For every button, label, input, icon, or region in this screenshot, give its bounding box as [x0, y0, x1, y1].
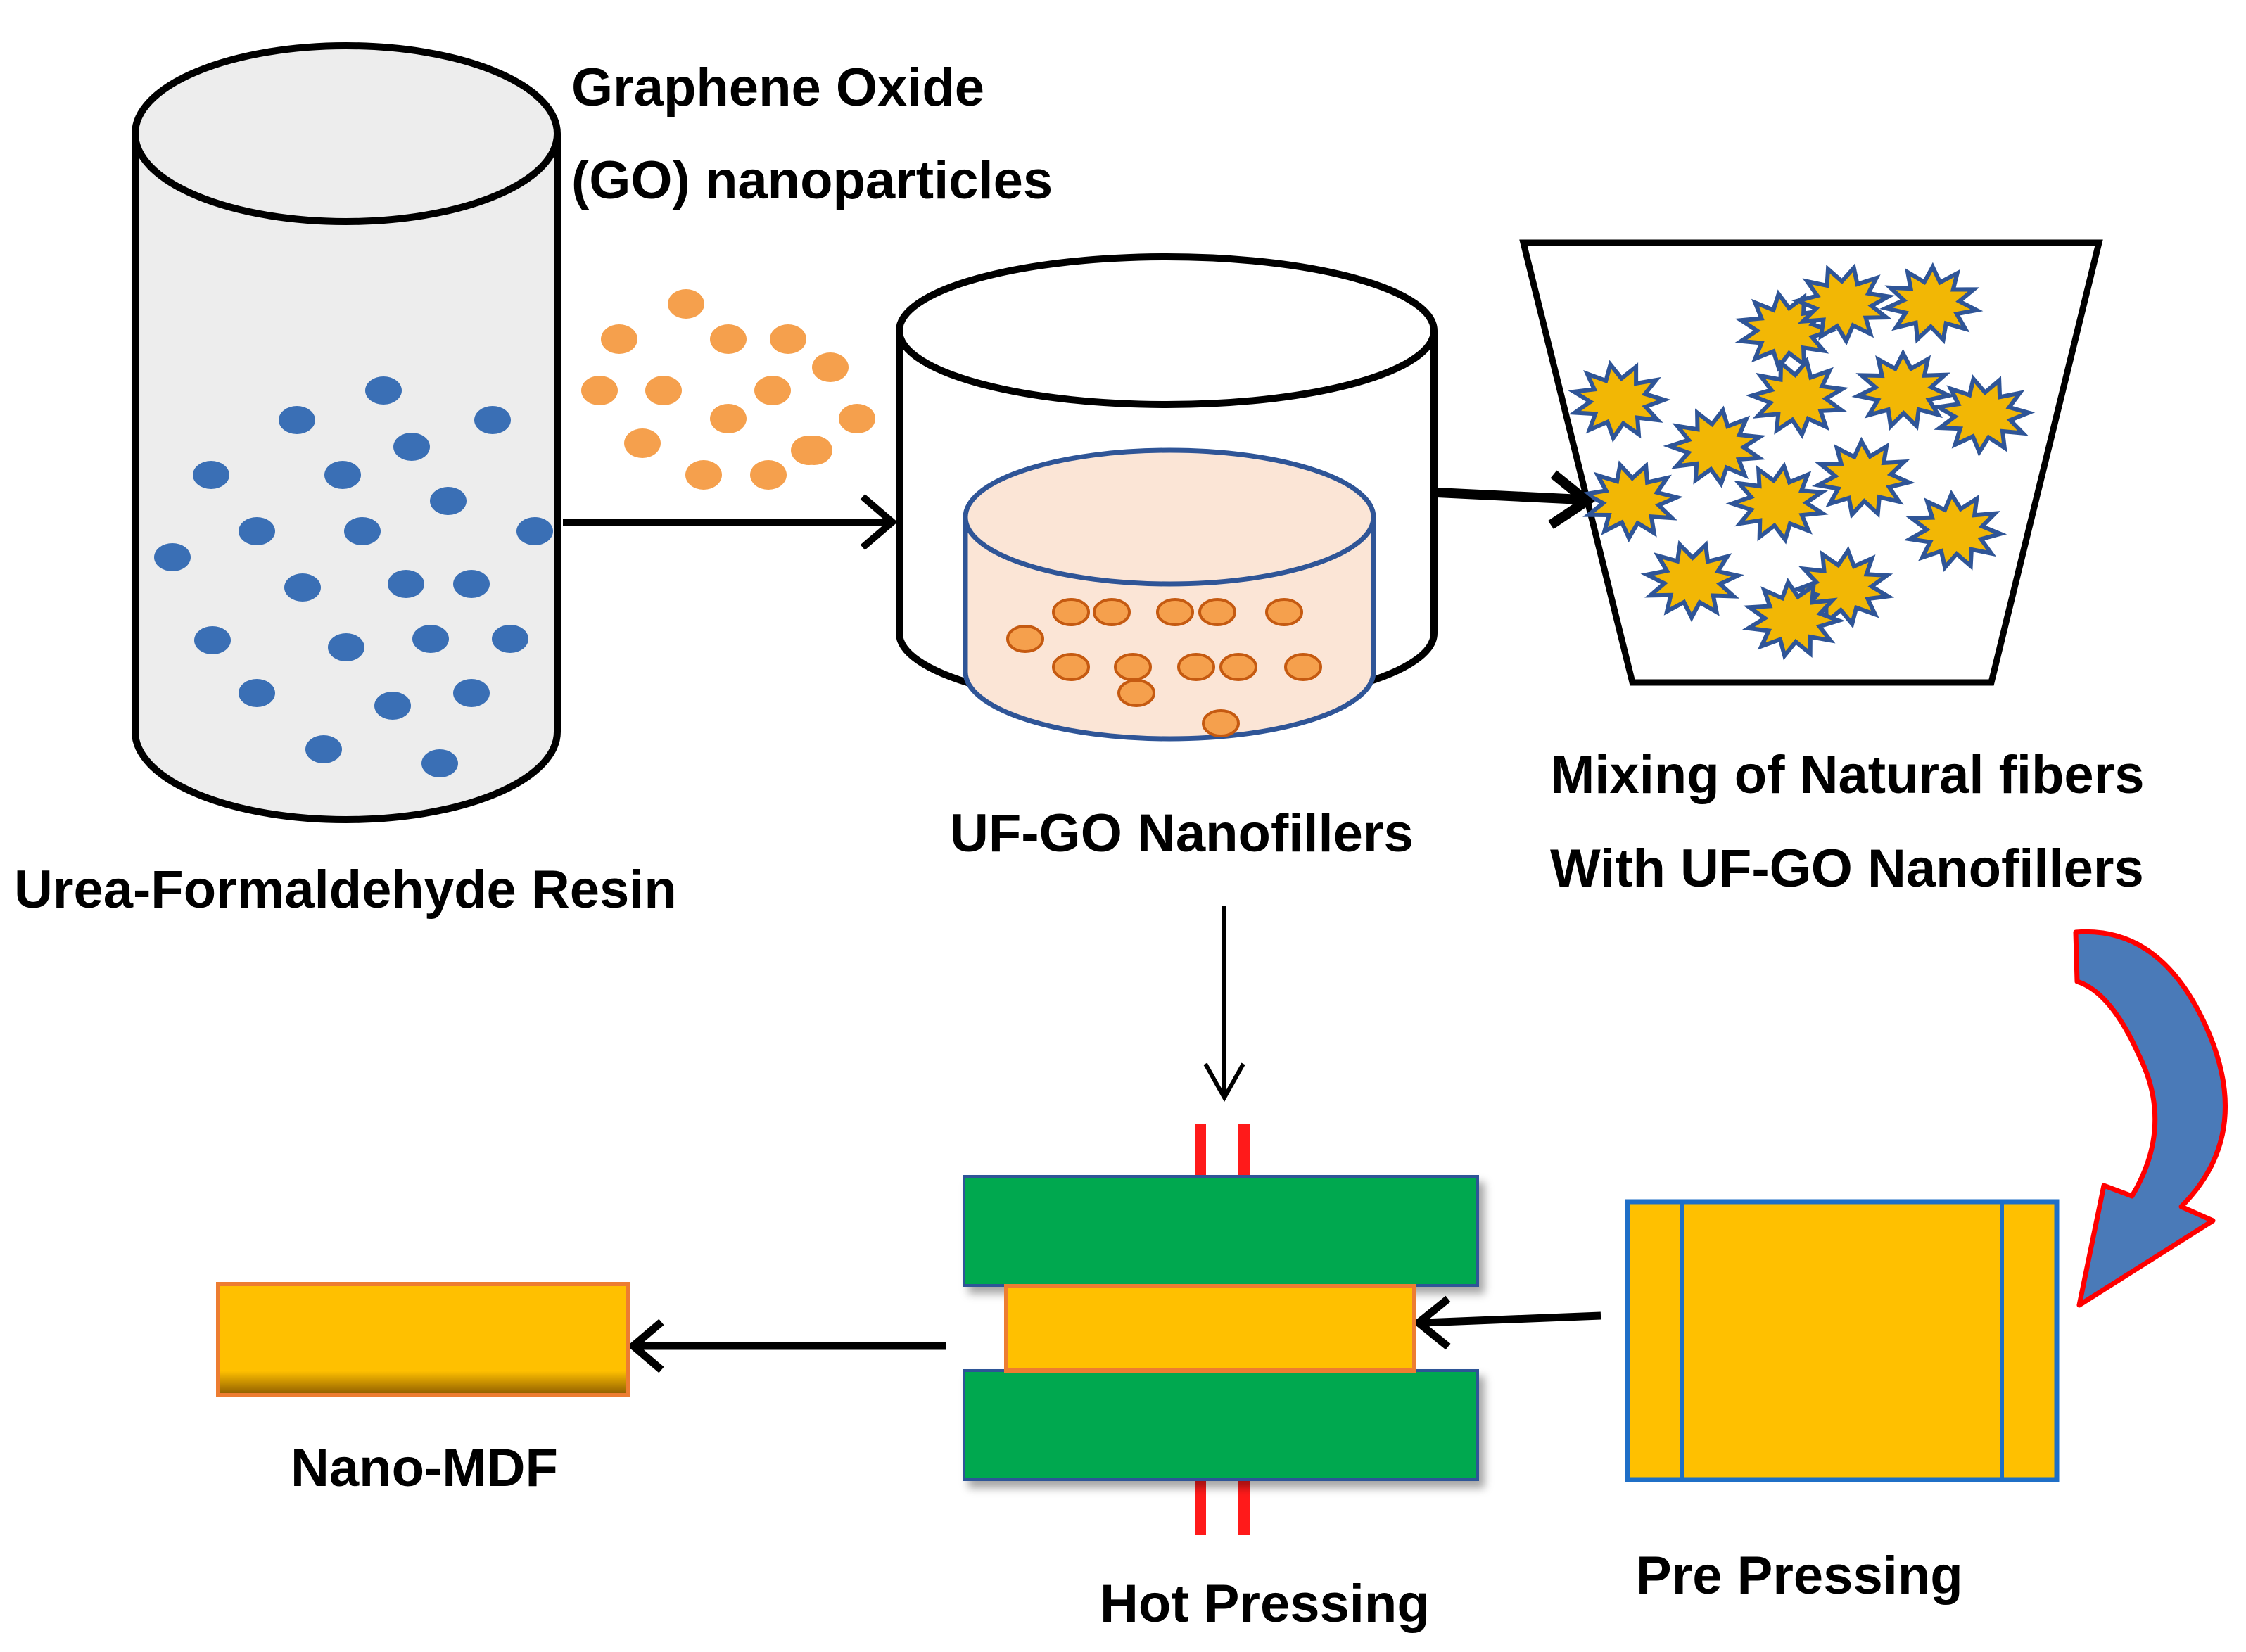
go-particle: [601, 324, 637, 354]
uf-go-particle: [1156, 598, 1194, 626]
uf-go-particle: [1284, 653, 1322, 681]
fiber-starburst-icon: [1851, 348, 1955, 431]
fiber-starburst-icon: [1741, 578, 1846, 661]
pre-press-board: [1625, 1199, 2060, 1482]
uf-go-particle: [1117, 679, 1155, 707]
go-particle: [710, 404, 747, 433]
resin-particle: [453, 570, 490, 598]
resin-particle: [239, 679, 275, 707]
go-particle: [750, 460, 787, 490]
fiber-starburst-icon: [1745, 356, 1849, 440]
go-particle: [645, 376, 682, 405]
resin-particle: [305, 735, 342, 763]
uf-go-particles: [1006, 598, 1322, 737]
press-mat: [1004, 1284, 1416, 1373]
resin-particle: [193, 461, 229, 489]
fiber-starburst-icon: [1579, 460, 1684, 543]
resin-particle: [388, 570, 424, 598]
fiber-starburst-icon: [1640, 540, 1744, 623]
uf-go-particle: [1052, 598, 1090, 626]
go-particle: [624, 428, 661, 458]
resin-particle: [194, 626, 231, 654]
nano-mdf-label: Nano-MDF: [291, 1438, 558, 1498]
press-plate-bottom: [963, 1369, 1479, 1481]
resin-particle: [474, 406, 511, 434]
uf-go-particle: [1219, 653, 1257, 681]
arrow-ufgo-to-hot-press: [1203, 906, 1245, 1103]
go-nanoparticles-label: (GO) nanoparticles: [571, 151, 1053, 210]
uf-go-particle: [1114, 653, 1152, 681]
uf-go-particle: [1198, 598, 1236, 626]
resin-particle: [324, 461, 361, 489]
pre-pressing-label: Pre Pressing: [1636, 1546, 1963, 1606]
resin-particle: [393, 433, 430, 461]
fiber-starburst-icon: [1903, 489, 2007, 572]
fiber-starburst-icon: [1811, 436, 1915, 519]
fiber-starburst-icon: [1725, 462, 1829, 545]
resin-particle: [412, 625, 449, 653]
resin-particle: [492, 625, 528, 653]
curved-arrow-icon: [2073, 929, 2228, 1308]
hot-press: [963, 1124, 1479, 1535]
uf-go-particle: [1052, 653, 1090, 681]
resin-particle: [365, 376, 402, 405]
fiber-starburst-icon: [1568, 360, 1671, 443]
graphene-oxide-label: Graphene Oxide: [571, 58, 984, 117]
uf-go-label: UF-GO Nanofillers: [950, 803, 1414, 863]
uf-go-particle: [1177, 653, 1215, 681]
resin-particle: [421, 749, 458, 777]
go-nanoparticles: [581, 289, 875, 490]
resin-particle: [516, 517, 553, 545]
arrow-ufgo-to-mixing: [1436, 470, 1595, 529]
hot-pin-top-right: [1238, 1124, 1250, 1179]
fiber-starburst-icon: [1663, 405, 1766, 488]
go-particle: [839, 404, 875, 433]
resin-particles: [154, 376, 553, 777]
resin-particle: [374, 692, 411, 720]
resin-particle: [453, 679, 490, 707]
uf-go-mixture: [963, 447, 1376, 742]
resin-particle: [430, 487, 467, 515]
go-particle: [668, 289, 704, 319]
resin-particle: [154, 543, 191, 571]
go-particle: [710, 324, 747, 354]
go-particle: [581, 376, 618, 405]
nano-mdf-board: [216, 1282, 630, 1397]
natural-fibers: [1568, 262, 2036, 661]
uf-go-particle: [1006, 625, 1044, 653]
uf-go-particle: [1093, 598, 1131, 626]
resin-particle: [328, 633, 364, 661]
arrow-hot-press-to-nano-mdf: [627, 1319, 946, 1373]
arrow-resin-to-ufgo: [563, 494, 898, 550]
uf-resin-label: Urea-Formaldehyde Resin: [14, 860, 677, 920]
go-particle: [685, 460, 722, 490]
hot-pin-top-left: [1195, 1124, 1206, 1179]
uf-go-particle: [1265, 598, 1303, 626]
uf-go-particle: [1202, 709, 1240, 737]
go-particle: [812, 352, 849, 382]
go-particle: [796, 436, 832, 465]
resin-particle: [279, 406, 315, 434]
hot-pin-bottom-left: [1195, 1480, 1206, 1535]
fiber-starburst-icon: [1879, 262, 1984, 345]
resin-particle: [344, 517, 381, 545]
resin-particle: [284, 573, 321, 602]
mixing-label-line2: With UF-GO Nanofillers: [1550, 839, 2144, 898]
arrow-prepress-to-hot-press: [1412, 1295, 1601, 1350]
resin-particle: [239, 517, 275, 545]
go-particle: [754, 376, 791, 405]
fiber-starburst-icon: [1931, 374, 2036, 457]
go-particle: [770, 324, 806, 354]
hot-pressing-label: Hot Pressing: [1100, 1574, 1430, 1634]
press-plate-top: [963, 1175, 1479, 1287]
mixing-label-line1: Mixing of Natural fibers: [1550, 745, 2145, 805]
hot-pin-bottom-right: [1238, 1480, 1250, 1535]
fiber-starburst-icon: [1791, 263, 1895, 346]
